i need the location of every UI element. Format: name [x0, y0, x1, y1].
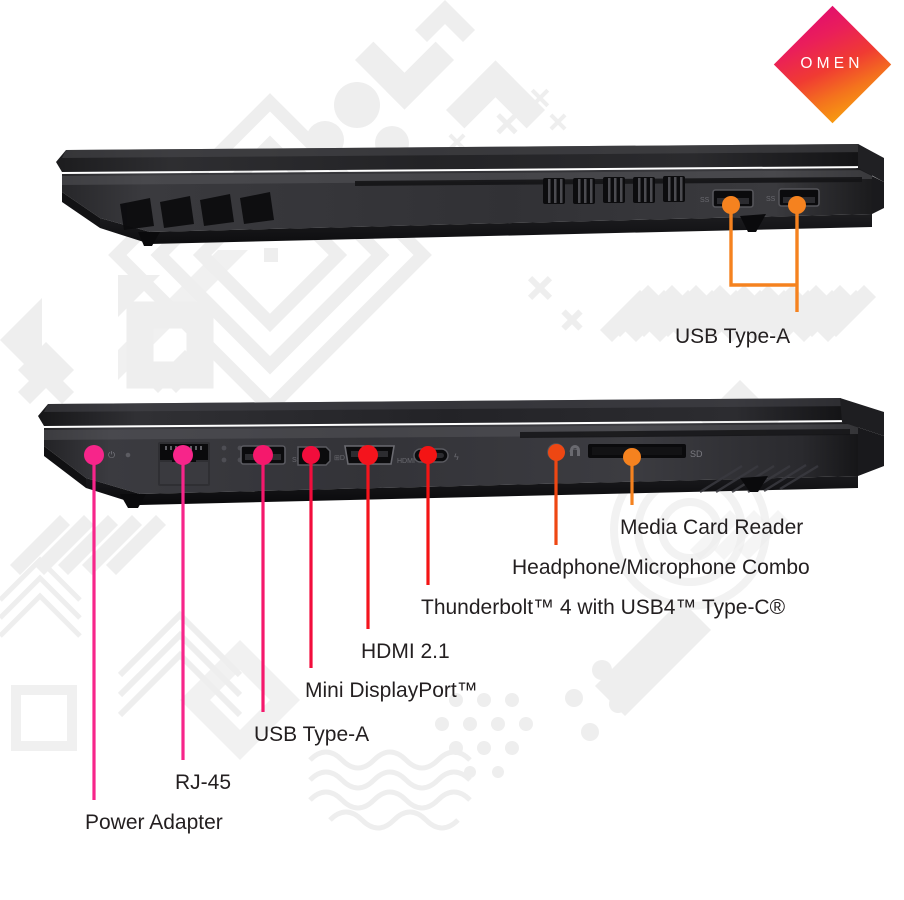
dot-power-adapter[interactable]: [84, 445, 104, 465]
dot-hdmi[interactable]: [358, 445, 378, 465]
label-thunderbolt: Thunderbolt™ 4 with USB4™ Type-C®: [421, 596, 786, 619]
dot-usb-type-a-2[interactable]: [788, 196, 806, 214]
svg-text:⌒: ⌒: [569, 448, 580, 461]
laptop-right-side-view: SS SS: [0, 132, 904, 272]
dot-usb-type-a-1[interactable]: [722, 196, 740, 214]
svg-text:⊞D: ⊞D: [334, 455, 345, 462]
svg-text:SS: SS: [700, 197, 710, 204]
label-mini-displayport: Mini DisplayPort™: [305, 679, 478, 702]
label-usb-type-a-top: USB Type-A: [675, 325, 791, 348]
label-rj45: RJ-45: [175, 771, 232, 794]
dot-mini-displayport[interactable]: [302, 446, 320, 464]
callout-usb-top: [729, 205, 799, 312]
dot-thunderbolt[interactable]: [419, 446, 437, 464]
label-headphone-mic-combo: Headphone/Microphone Combo: [512, 556, 810, 579]
dot-headphone-jack[interactable]: [548, 444, 565, 461]
svg-text:SD: SD: [690, 449, 703, 459]
dot-usb-type-a[interactable]: [253, 445, 273, 465]
omen-logo: OMEN: [773, 5, 891, 123]
dot-rj45[interactable]: [173, 445, 193, 465]
laptop-left-side-view: ⏻ SS⟶ ⊞D: [0, 388, 904, 518]
label-media-card-reader: Media Card Reader: [620, 516, 804, 539]
label-power-adapter: Power Adapter: [85, 811, 223, 834]
label-usb-type-a: USB Type-A: [254, 723, 370, 746]
svg-text:HDMI: HDMI: [397, 458, 415, 465]
svg-text:SS: SS: [766, 196, 776, 203]
omen-wordmark: OMEN: [800, 55, 864, 72]
label-hdmi: HDMI 2.1: [361, 640, 450, 663]
svg-text:⏻: ⏻: [108, 450, 115, 460]
svg-text:ϟ: ϟ: [454, 452, 459, 462]
dot-media-card-reader[interactable]: [623, 448, 641, 466]
